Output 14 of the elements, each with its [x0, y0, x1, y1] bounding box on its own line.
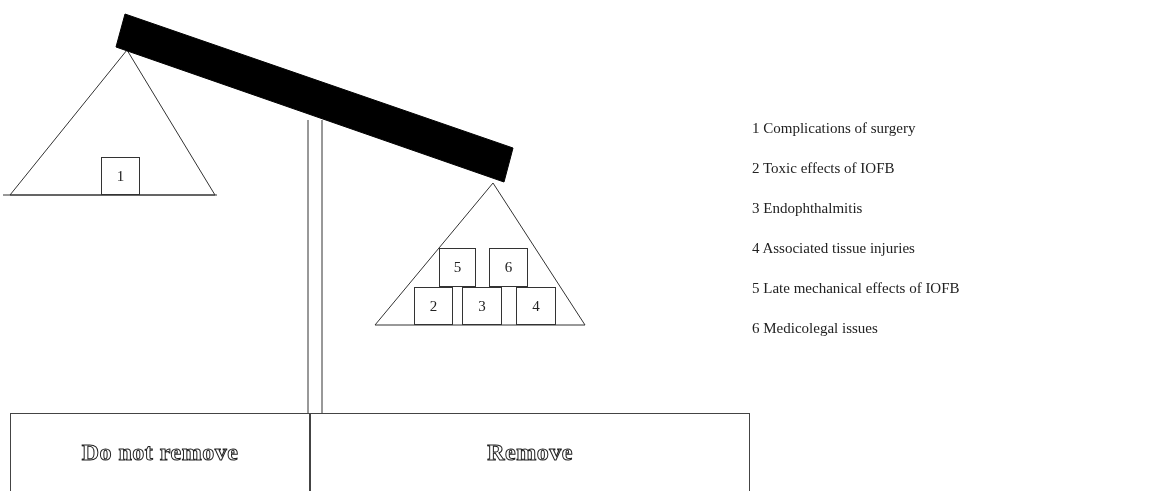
weight-number: 6: [489, 248, 528, 287]
weight-number: 1: [101, 157, 140, 195]
legend-text: 4 Associated tissue injuries: [752, 240, 915, 257]
table-cell: Do not remove: [10, 413, 310, 491]
weight-number: 2: [414, 287, 453, 325]
weight-number: 3: [462, 287, 502, 325]
legend-text: 2 Toxic effects of IOFB: [752, 160, 895, 177]
weight-number: 5: [439, 248, 476, 287]
legend-text: 3 Endophthalmitis: [752, 200, 863, 217]
legend-text: 5 Late mechanical effects of IOFB: [752, 280, 960, 297]
table-cell: Remove: [310, 413, 750, 491]
legend-text: 6 Medicolegal issues: [752, 320, 878, 337]
legend-text: 1 Complications of surgery: [752, 120, 916, 137]
weight-number: 4: [516, 287, 556, 325]
